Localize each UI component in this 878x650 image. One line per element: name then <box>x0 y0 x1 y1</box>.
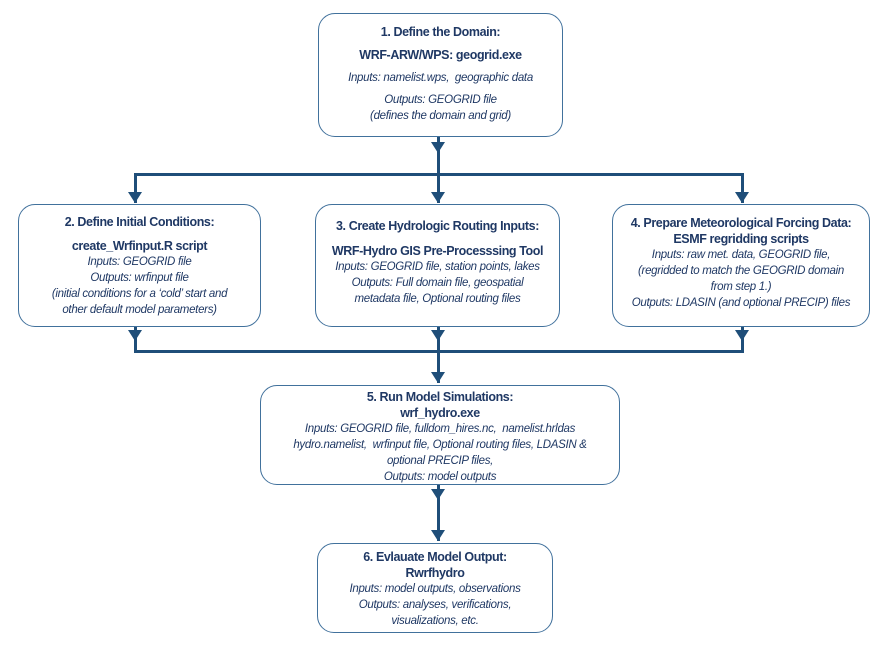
arrowhead-down-below-step5-icon <box>431 489 445 500</box>
step-4-forcing-data-box: 4. Prepare Meteorological Forcing Data: … <box>612 204 870 327</box>
step-1-title: 1. Define the Domain: <box>380 25 501 39</box>
step-3-inputs: Inputs: GEOGRID file, station points, la… <box>335 261 540 273</box>
step-5-tool: wrf_hydro.exe <box>400 406 480 420</box>
step-2-title: 2. Define Initial Conditions: <box>64 215 215 229</box>
step-5-inputs-line-1: Inputs: GEOGRID file, fulldom_hires.nc, … <box>304 423 576 435</box>
step-3-outputs-line-1: Outputs: Full domain file, geospatial <box>351 277 524 289</box>
step-6-inputs: Inputs: model outputs, observations <box>349 583 521 595</box>
step-4-note-line-1: (regridded to match the GEOGRID domain <box>638 265 844 277</box>
step-6-outputs-line-1: Outputs: analyses, verifications, <box>358 599 512 611</box>
arrowhead-into-step3-icon <box>431 192 445 203</box>
step-5-run-simulations-box: 5. Run Model Simulations: wrf_hydro.exe … <box>260 385 620 485</box>
step-1-define-domain-box: 1. Define the Domain: WRF-ARW/WPS: geogr… <box>318 13 563 137</box>
step-3-outputs-line-2: metadata file, Optional routing files <box>354 293 521 305</box>
connector-step1-to-step3-stem <box>436 137 440 203</box>
step-1-note: (defines the domain and grid) <box>370 110 511 122</box>
connector-junction-to-step4-stem <box>740 175 744 203</box>
step-4-note-line-2: from step 1.) <box>710 281 772 293</box>
step-1-tool: WRF-ARW/WPS: geogrid.exe <box>359 48 522 62</box>
step-4-title: 4. Prepare Meteorological Forcing Data: <box>630 216 852 230</box>
step-4-outputs: Outputs: LDASIN (and optional PRECIP) fi… <box>631 297 851 309</box>
step-3-routing-inputs-box: 3. Create Hydrologic Routing Inputs: WRF… <box>315 204 560 327</box>
step-3-tool: WRF-Hydro GIS Pre-Processsing Tool <box>331 244 544 258</box>
step-3-title: 3. Create Hydrologic Routing Inputs: <box>336 219 539 233</box>
step-2-note-line-2: other default model parameters) <box>62 304 217 316</box>
step-2-tool: create_Wrfinput.R script <box>71 239 208 253</box>
split-junction-line <box>133 173 744 176</box>
arrowhead-into-step6-icon <box>431 530 445 541</box>
step-6-tool: Rwrfhydro <box>405 566 465 580</box>
step-4-tool: ESMF regridding scripts <box>673 232 809 246</box>
arrowhead-into-step2-icon <box>128 192 142 203</box>
step-6-outputs-line-2: visualizations, etc. <box>391 615 479 627</box>
connector-junction-to-step2-stem <box>133 175 137 203</box>
arrowhead-into-step5-icon <box>431 372 445 383</box>
connector-step5-to-step6-stem <box>436 485 440 541</box>
arrowhead-down-below-step2-icon <box>128 330 142 341</box>
arrowhead-down-below-step3-icon <box>431 330 445 341</box>
step-6-evaluate-output-box: 6. Evlauate Model Output: Rwrfhydro Inpu… <box>317 543 553 633</box>
step-5-outputs: Outputs: model outputs <box>383 471 497 483</box>
step-6-title: 6. Evlauate Model Output: <box>363 550 507 564</box>
step-2-inputs: Inputs: GEOGRID file <box>87 256 192 268</box>
connector-step3-to-step5-stem <box>436 327 440 383</box>
arrowhead-down-below-step4-icon <box>735 330 749 341</box>
arrowhead-down-below-step1-icon <box>431 142 445 153</box>
step-5-title: 5. Run Model Simulations: <box>366 390 514 404</box>
arrowhead-into-step4-icon <box>735 192 749 203</box>
step-2-note-line-1: (initial conditions for a ‘cold’ start a… <box>51 288 228 300</box>
step-2-initial-conditions-box: 2. Define Initial Conditions: create_Wrf… <box>18 204 261 327</box>
step-5-inputs-line-2: hydro.namelist, wrfinput file, Optional … <box>293 439 587 451</box>
step-2-outputs: Outputs: wrfinput file <box>90 272 189 284</box>
step-1-inputs: Inputs: namelist.wps, geographic data <box>348 72 533 84</box>
step-4-inputs: Inputs: raw met. data, GEOGRID file, <box>651 249 831 261</box>
merge-junction-line <box>133 350 744 353</box>
step-5-inputs-line-3: optional PRECIP files, <box>386 455 494 467</box>
step-1-outputs: Outputs: GEOGRID file <box>384 94 497 106</box>
